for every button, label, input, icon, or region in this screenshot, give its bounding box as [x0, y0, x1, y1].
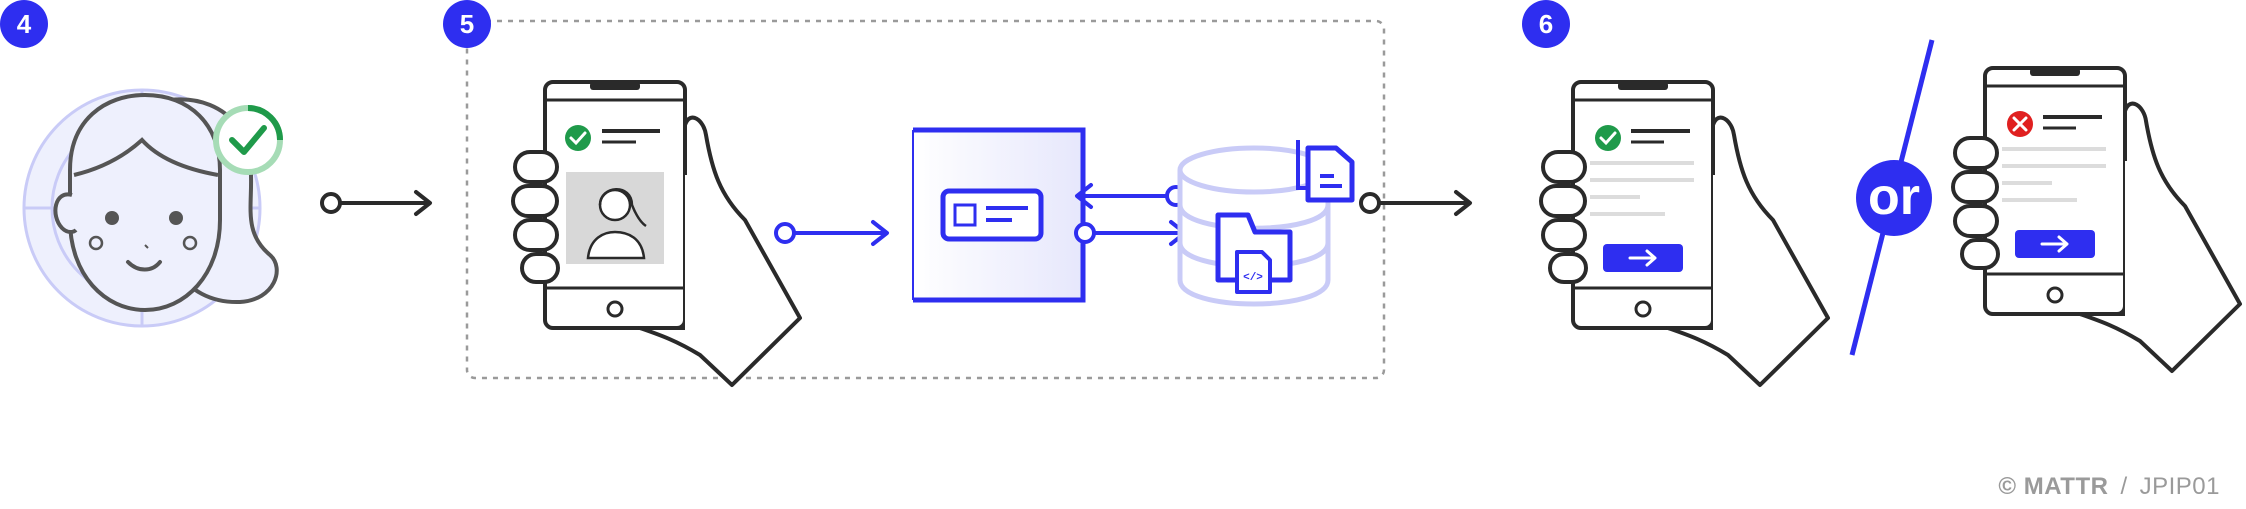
arrow-step4-to-step5: [320, 190, 432, 216]
step-5-dashed-frame: [465, 19, 1386, 380]
hand-icon: [1539, 115, 1830, 387]
error-phone: [1983, 66, 2127, 316]
hand-icon: [1951, 101, 2242, 373]
success-phone: [1571, 80, 1715, 330]
phone-icon: [1983, 66, 2127, 316]
phone-icon: [1571, 80, 1715, 330]
footer-separator: /: [2120, 473, 2128, 500]
id-card-icon: [940, 188, 1044, 242]
face-scan-illustration: [22, 88, 279, 328]
error-icon: [2007, 111, 2033, 137]
face-icon: [68, 92, 222, 313]
step-4-badge: 4: [0, 0, 48, 48]
svg-text:5: 5: [460, 9, 474, 39]
verifier-panel: [912, 127, 1086, 303]
folder-code-icon: </>: [1215, 212, 1293, 294]
svg-text:</>: </>: [1243, 272, 1263, 284]
arrows-panel-db: [1074, 183, 1187, 246]
arrow-step5-to-step6: [1359, 190, 1472, 216]
step-5-badge: 5: [443, 0, 491, 48]
arrow-phone-to-card: [774, 220, 889, 246]
copyright-brand: © MATTR: [1998, 473, 2109, 500]
or-badge: or: [1856, 160, 1932, 236]
document-icon: [1296, 140, 1355, 203]
footer-credit: © MATTR / JPIP01: [1998, 473, 2220, 501]
svg-text:4: 4: [17, 9, 32, 39]
check-badge-icon: [213, 105, 283, 175]
svg-text:or: or: [1868, 168, 1920, 226]
step-6-badge: 6: [1522, 0, 1570, 48]
figure-code: JPIP01: [2139, 473, 2220, 500]
phone-with-id-photo: [543, 80, 687, 330]
hand-icon: [511, 115, 802, 387]
svg-text:6: 6: [1539, 9, 1553, 39]
